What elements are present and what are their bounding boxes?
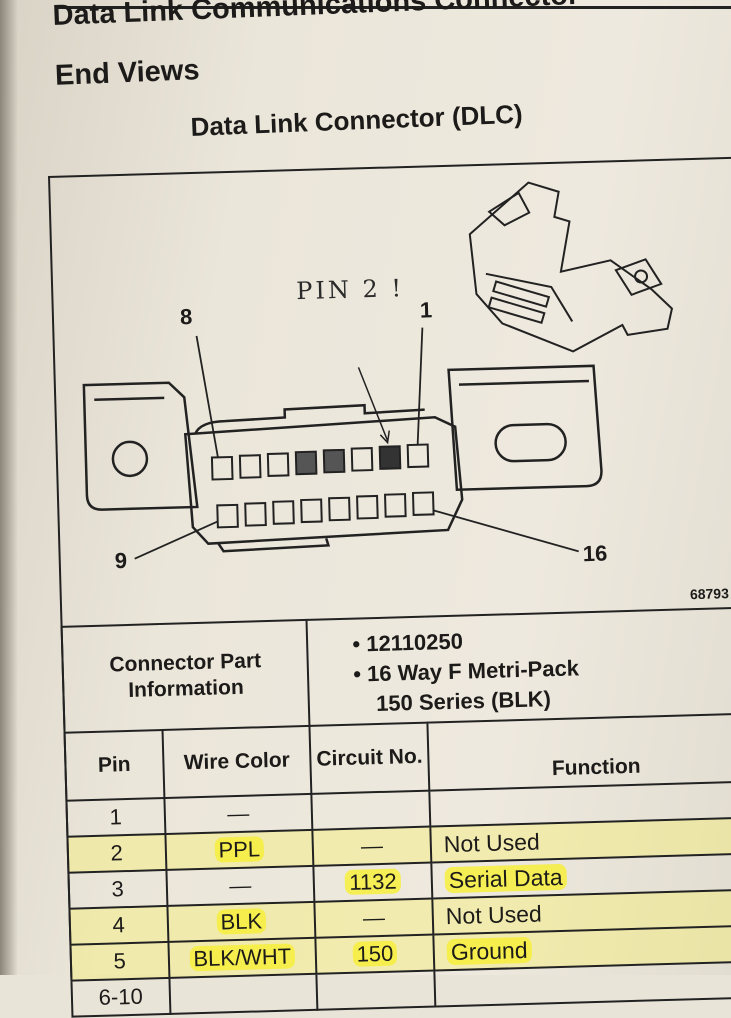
header-pin: Pin	[64, 730, 164, 801]
top-pin-row	[210, 443, 430, 481]
wire-color-cell: —	[165, 865, 315, 906]
pin-leader-lines	[134, 327, 579, 560]
circuit-cell	[311, 790, 431, 830]
part-description-line1: 16 Way F Metri-Pack	[366, 655, 580, 687]
connector-part-details: • 12110250 • 16 Way F Metri-Pack 150 Ser…	[306, 607, 731, 726]
highlighted-wire-color: BLK/WHT	[189, 943, 296, 972]
circuit-cell	[316, 970, 436, 1010]
wire-color-cell: PPL	[164, 829, 314, 870]
pin-cell: 1	[66, 798, 165, 837]
highlighted-circuit: 150	[352, 940, 398, 967]
connector-info-table: Connector Part Information • 12110250 • …	[61, 606, 731, 1017]
wire-color-cell: BLK/WHT	[167, 937, 317, 978]
pin-cell: 6-10	[71, 977, 170, 1017]
manual-page	[0, 0, 731, 975]
circuit-cell: —	[314, 898, 434, 938]
header-circuit-no: Circuit No.	[309, 722, 430, 794]
pin-label-9: 9	[114, 547, 128, 574]
page-edge-shadow	[0, 0, 18, 975]
pin-cell: 2	[67, 833, 166, 873]
section-title-line2: End Views	[54, 54, 201, 92]
wire-color-cell: —	[163, 793, 313, 834]
connector-part-row: Connector Part Information • 12110250 • …	[61, 607, 731, 733]
bottom-pin-row	[216, 491, 435, 529]
handwritten-note: PIN 2 !	[295, 274, 405, 306]
circuit-cell: 150	[315, 934, 435, 974]
pin-label-1: 1	[419, 297, 433, 323]
connector-end-view	[82, 364, 603, 553]
circuit-cell: —	[312, 826, 432, 866]
figure-number: 68793	[689, 585, 730, 603]
highlighted-function: Ground	[446, 936, 532, 965]
wire-color-cell: BLK	[166, 901, 316, 942]
highlighted-circuit: 1132	[344, 868, 401, 895]
highlighted-wire-color: PPL	[214, 836, 265, 863]
wire-color-cell	[168, 973, 318, 1014]
connector-part-label: Connector Part Information	[61, 619, 310, 733]
connector-perspective-sketch	[468, 181, 674, 353]
pin-cell: 3	[68, 869, 167, 909]
highlighted-function: Serial Data	[444, 863, 567, 893]
circuit-cell: 1132	[313, 862, 433, 902]
header-wire-color: Wire Color	[162, 725, 312, 799]
diagram-sheet: 8 1 9 16 PIN 2 ! 68793 Connector Part In…	[48, 156, 731, 1017]
header-function: Function	[427, 713, 731, 791]
part-number-value: 12110250	[365, 628, 464, 657]
pin-label-8: 8	[179, 304, 193, 330]
dlc-connector-drawing	[82, 181, 674, 560]
highlighted-wire-color: BLK	[216, 908, 267, 935]
top-rule	[55, 6, 731, 9]
pin-cell: 4	[69, 905, 168, 945]
pin-label-16: 16	[582, 540, 608, 567]
